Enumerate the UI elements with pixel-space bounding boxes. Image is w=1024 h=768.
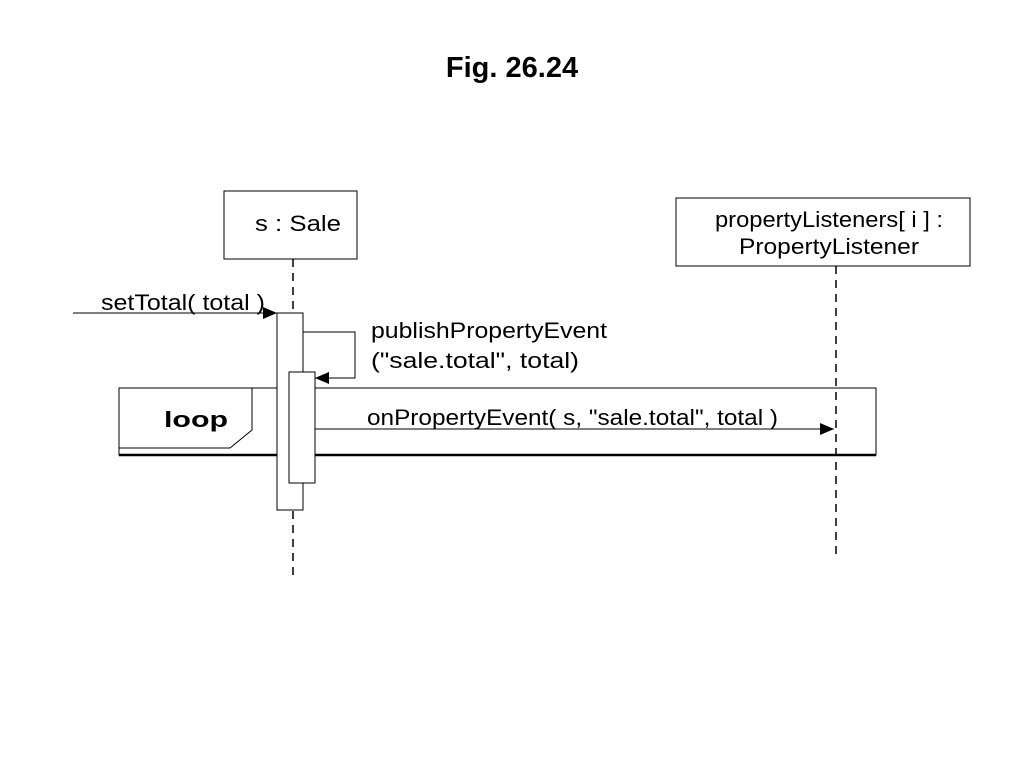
lifeline-sale-head (223, 190, 358, 260)
loop-operator-tab (119, 387, 253, 449)
loop-fragment: loop (118, 387, 877, 457)
lifeline-property-listener: propertyListeners[ i ] : PropertyListene… (675, 197, 971, 560)
message-set-total-label: setTotal( total ) (101, 290, 265, 315)
message-on-property-event-label: onPropertyEvent( s, "sale.total", total … (367, 405, 778, 430)
lifeline-sale-label: s : Sale (255, 211, 341, 236)
message-on-property-event: onPropertyEvent( s, "sale.total", total … (315, 405, 834, 435)
activation-bar-nested (288, 371, 316, 484)
lifeline-property-listener-head (675, 197, 971, 267)
loop-operator-label: loop (164, 407, 228, 432)
lifeline-sale: s : Sale (223, 190, 358, 580)
figure-title: Fig. 26.24 (445, 52, 579, 84)
message-set-total: setTotal( total ) (73, 290, 277, 319)
message-publish-property-event-label-line2: ("sale.total", total) (371, 348, 579, 373)
message-publish-property-event-label-line1: publishPropertyEvent (371, 318, 607, 343)
message-publish-property-event-arrow (303, 331, 356, 384)
lifeline-property-listener-label-line2: PropertyListener (739, 234, 919, 259)
message-publish-property-event: publishPropertyEvent ("sale.total", tota… (303, 318, 607, 384)
lifeline-property-listener-label-line1: propertyListeners[ i ] : (715, 207, 943, 232)
